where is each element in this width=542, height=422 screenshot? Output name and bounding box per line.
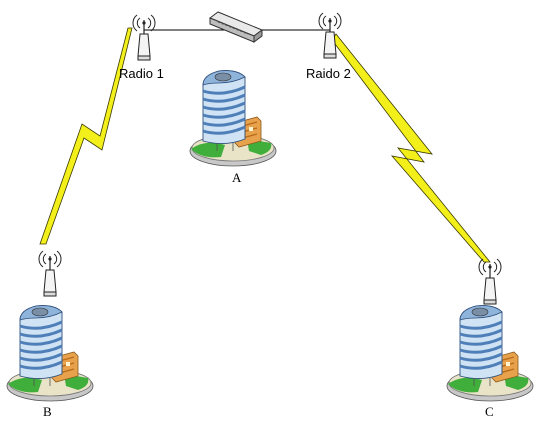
radio-tower-icon [38, 250, 62, 297]
radio-1-label: Radio 1 [119, 66, 164, 81]
radio-tower-icon [478, 258, 502, 305]
wireless-link-b [39, 27, 133, 245]
office-building-icon [188, 69, 278, 168]
site-c-label: C [485, 404, 494, 419]
network-switch-icon [209, 11, 263, 43]
radio-tower-icon [132, 14, 156, 61]
radio-2-label: Raido 2 [306, 66, 351, 81]
site-b-label: B [43, 404, 52, 419]
wireless-link-c [331, 33, 491, 263]
office-building-icon [445, 304, 535, 403]
office-building-icon [5, 304, 95, 403]
site-a-label: A [232, 170, 242, 185]
